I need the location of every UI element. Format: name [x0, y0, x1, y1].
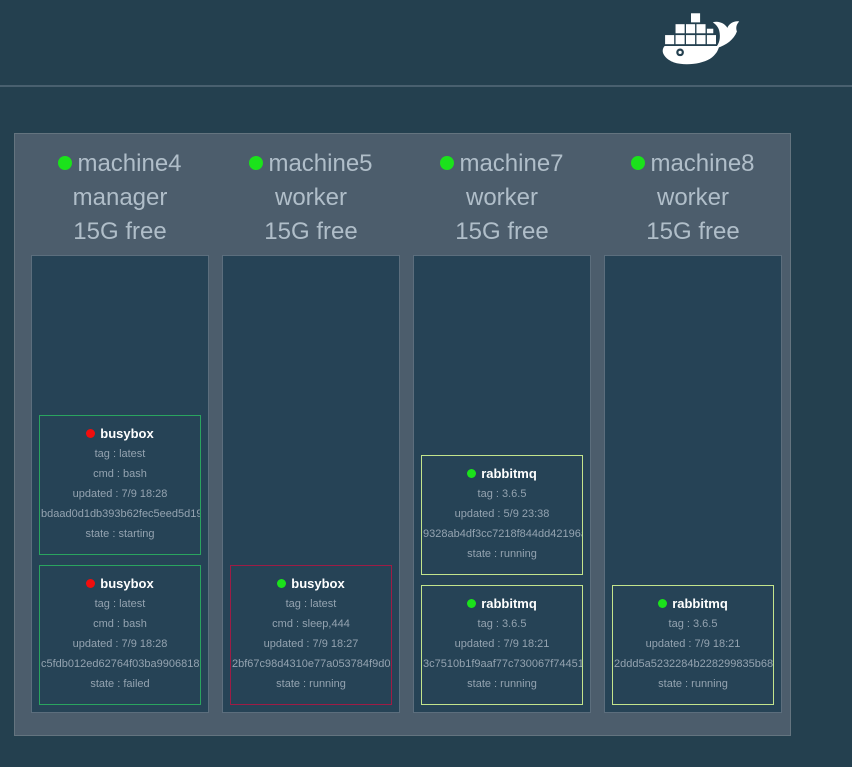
- node-header: machine7 worker 15G free: [413, 147, 591, 249]
- container-status-dot-icon: [658, 599, 668, 608]
- container-card: rabbitmq tag : 3.6.5 updated : 7/9 18:21…: [612, 585, 774, 705]
- container-title: busybox: [231, 574, 391, 594]
- node-free-space: 15G free: [646, 218, 740, 245]
- container-title: rabbitmq: [613, 594, 773, 614]
- node-machine8: machine8 worker 15G free rabbitmq tag : …: [604, 147, 782, 735]
- node-header: machine4 manager 15G free: [31, 147, 209, 249]
- node-name: machine7: [459, 150, 564, 177]
- container-card: busybox tag : latest cmd : bash updated …: [39, 565, 201, 705]
- container-status-dot-icon: [277, 579, 287, 588]
- containers-area: busybox tag : latest cmd : bash updated …: [31, 255, 209, 713]
- container-status-dot-icon: [86, 579, 96, 588]
- container-status-dot-icon: [86, 429, 96, 438]
- node-machine7: machine7 worker 15G free rabbitmq tag : …: [413, 147, 591, 735]
- node-name: machine8: [650, 150, 755, 177]
- node-status-dot-icon: [631, 156, 646, 170]
- container-id: c5fdb012ed62764f03ba99068182430: [41, 658, 200, 670]
- container-tag: tag : 3.6.5: [668, 618, 718, 630]
- container-state: state : running: [658, 678, 728, 690]
- containers-area: rabbitmq tag : 3.6.5 updated : 7/9 18:21…: [604, 255, 782, 713]
- node-free-space: 15G free: [455, 218, 549, 245]
- docker-whale-icon: [657, 6, 745, 71]
- container-state: state : starting: [85, 528, 155, 540]
- container-state: state : running: [467, 548, 537, 560]
- node-name: machine4: [77, 150, 182, 177]
- container-id: 9328ab4df3cc7218f844dd42196aab7: [423, 528, 582, 540]
- container-cmd: cmd : bash: [93, 618, 147, 630]
- node-machine4: machine4 manager 15G free busybox tag : …: [31, 147, 209, 735]
- node-status-dot-icon: [58, 156, 73, 170]
- container-updated: updated : 7/9 18:21: [645, 638, 741, 650]
- node-role: worker: [465, 184, 538, 211]
- swarm-panel: machine4 manager 15G free busybox tag : …: [14, 133, 791, 736]
- container-state: state : failed: [90, 678, 150, 690]
- container-tag: tag : latest: [285, 598, 337, 610]
- container-id: 2bf67c98d4310e77a053784f9d03a04: [232, 658, 391, 670]
- container-cmd: cmd : bash: [93, 468, 147, 480]
- container-title: rabbitmq: [422, 594, 582, 614]
- container-updated: updated : 7/9 18:21: [454, 638, 550, 650]
- container-status-dot-icon: [467, 599, 477, 608]
- node-header: machine8 worker 15G free: [604, 147, 782, 249]
- container-updated: updated : 7/9 18:28: [72, 488, 168, 500]
- container-title: busybox: [40, 424, 200, 444]
- node-free-space: 15G free: [73, 218, 167, 245]
- container-updated: updated : 7/9 18:27: [263, 638, 359, 650]
- node-role: worker: [656, 184, 729, 211]
- container-card: busybox tag : latest cmd : bash updated …: [39, 415, 201, 555]
- container-tag: tag : 3.6.5: [477, 488, 527, 500]
- container-id: bdaad0d1db393b62fec5eed5d19a66: [41, 508, 200, 520]
- header-bar: [0, 0, 852, 87]
- node-status-dot-icon: [440, 156, 455, 170]
- container-card: busybox tag : latest cmd : sleep,444 upd…: [230, 565, 392, 705]
- container-tag: tag : latest: [94, 448, 146, 460]
- node-free-space: 15G free: [264, 218, 358, 245]
- node-role: manager: [72, 184, 168, 211]
- containers-area: busybox tag : latest cmd : sleep,444 upd…: [222, 255, 400, 713]
- container-updated: updated : 5/9 23:38: [454, 508, 550, 520]
- node-machine5: machine5 worker 15G free busybox tag : l…: [222, 147, 400, 735]
- container-updated: updated : 7/9 18:28: [72, 638, 168, 650]
- container-tag: tag : 3.6.5: [477, 618, 527, 630]
- container-status-dot-icon: [467, 469, 477, 478]
- container-state: state : running: [276, 678, 346, 690]
- node-role: worker: [274, 184, 347, 211]
- container-id: 2ddd5a5232284b228299835b6899ba: [614, 658, 773, 670]
- containers-area: rabbitmq tag : 3.6.5 updated : 5/9 23:38…: [413, 255, 591, 713]
- container-cmd: cmd : sleep,444: [272, 618, 350, 630]
- container-state: state : running: [467, 678, 537, 690]
- container-card: rabbitmq tag : 3.6.5 updated : 7/9 18:21…: [421, 585, 583, 705]
- node-header: machine5 worker 15G free: [222, 147, 400, 249]
- container-title: busybox: [40, 574, 200, 594]
- container-id: 3c7510b1f9aaf77c730067f74451e051: [423, 658, 582, 670]
- node-status-dot-icon: [249, 156, 264, 170]
- container-card: rabbitmq tag : 3.6.5 updated : 5/9 23:38…: [421, 455, 583, 575]
- node-name: machine5: [268, 150, 373, 177]
- container-tag: tag : latest: [94, 598, 146, 610]
- container-title: rabbitmq: [422, 464, 582, 484]
